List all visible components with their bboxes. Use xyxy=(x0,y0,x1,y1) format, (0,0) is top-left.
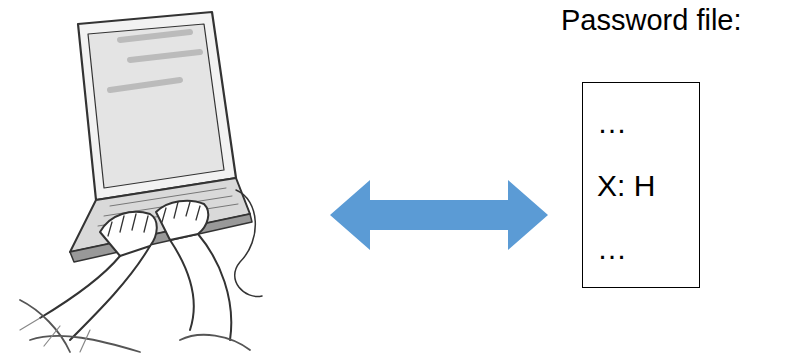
file-entry: … xyxy=(597,231,655,267)
laptop-user-sketch xyxy=(20,12,262,352)
file-lines: … X: H … xyxy=(597,105,655,267)
double-arrow xyxy=(330,180,548,250)
file-entry: … xyxy=(597,105,655,141)
file-heading: Password file: xyxy=(561,4,742,37)
password-file-box: …X: H…Password file: xyxy=(582,82,700,288)
file-entry: X: H xyxy=(597,168,655,204)
